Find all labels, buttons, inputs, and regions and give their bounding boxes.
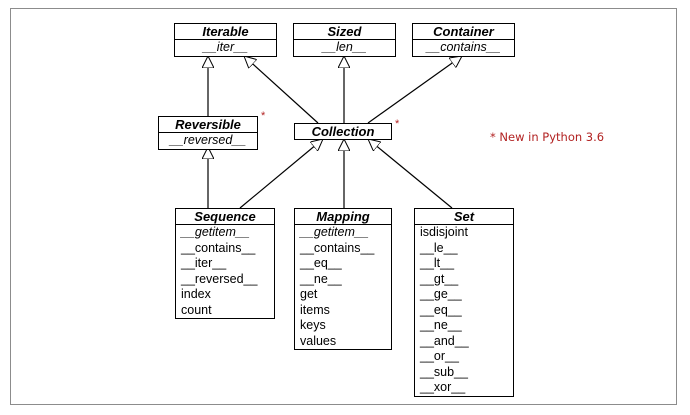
iterable-class-name: Iterable: [175, 24, 276, 40]
mapping-method: __contains__: [300, 240, 375, 255]
collection-class-name: Collection: [311, 124, 375, 139]
sized-method: __len__: [322, 40, 367, 54]
mapping-class-box: Mapping __getitem__ __contains__ __eq__ …: [294, 208, 392, 350]
set-method: __eq__: [420, 302, 462, 317]
arrow-collection-to-iterable: [244, 56, 319, 124]
set-method: __and__: [420, 333, 469, 348]
arrow-sequence-to-collection: [239, 139, 323, 209]
mapping-method: __getitem__: [300, 225, 369, 239]
sequence-class-name: Sequence: [176, 209, 274, 225]
set-method: __ge__: [420, 287, 462, 301]
sequence-method: __iter__: [181, 256, 227, 270]
mapping-method: get: [300, 287, 318, 301]
mapping-members: __getitem__ __contains__ __eq__ __ne__ g…: [295, 225, 391, 349]
iterable-class-box: Iterable __iter__: [174, 23, 277, 57]
set-method: isdisjoint: [420, 225, 468, 239]
iterable-method: __iter__: [202, 40, 249, 54]
new-in-python-note: * New in Python 3.6: [490, 130, 605, 144]
container-class-name: Container: [413, 24, 514, 40]
mapping-method: values: [300, 333, 337, 348]
mapping-class-name: Mapping: [295, 209, 391, 225]
reversible-method: __reversed__: [169, 133, 247, 147]
set-method: __le__: [420, 240, 458, 255]
set-members: isdisjoint __le__ __lt__ __gt__ __ge__ _…: [415, 225, 513, 396]
set-class-box: Set isdisjoint __le__ __lt__ __gt__ __ge…: [414, 208, 514, 397]
collection-new-marker: *: [395, 118, 400, 130]
mapping-method: items: [300, 302, 330, 317]
sequence-method: __getitem__: [181, 225, 250, 239]
arrow-collection-to-container: [367, 56, 462, 124]
set-method: __ne__: [420, 318, 462, 332]
reversible-class-box: Reversible __reversed__: [158, 116, 258, 150]
set-method: __sub__: [420, 364, 468, 379]
sequence-method: index: [181, 287, 211, 301]
container-class-box: Container __contains__: [412, 23, 515, 57]
sequence-class-box: Sequence __getitem__ __contains__ __iter…: [175, 208, 275, 319]
mapping-method: __ne__: [300, 271, 342, 286]
sequence-members: __getitem__ __contains__ __iter__ __reve…: [176, 225, 274, 318]
set-method: __xor__: [420, 380, 466, 394]
set-method: __lt__: [420, 256, 455, 270]
figure-frame: [10, 8, 677, 405]
sequence-method: __contains__: [181, 240, 256, 255]
collection-class-box: Collection: [294, 123, 392, 140]
mapping-method: keys: [300, 318, 326, 332]
set-class-name: Set: [415, 209, 513, 225]
sized-class-box: Sized __len__: [293, 23, 396, 57]
arrow-set-to-collection: [368, 139, 453, 209]
reversible-class-name: Reversible: [159, 117, 257, 133]
set-method: __gt__: [420, 271, 459, 286]
set-method: __or__: [420, 349, 459, 363]
sized-class-name: Sized: [294, 24, 395, 40]
sequence-method: __reversed__: [181, 271, 258, 286]
mapping-method: __eq__: [300, 256, 342, 270]
sequence-method: count: [181, 302, 212, 317]
container-method: __contains__: [426, 40, 501, 54]
reversible-new-marker: *: [261, 110, 266, 122]
